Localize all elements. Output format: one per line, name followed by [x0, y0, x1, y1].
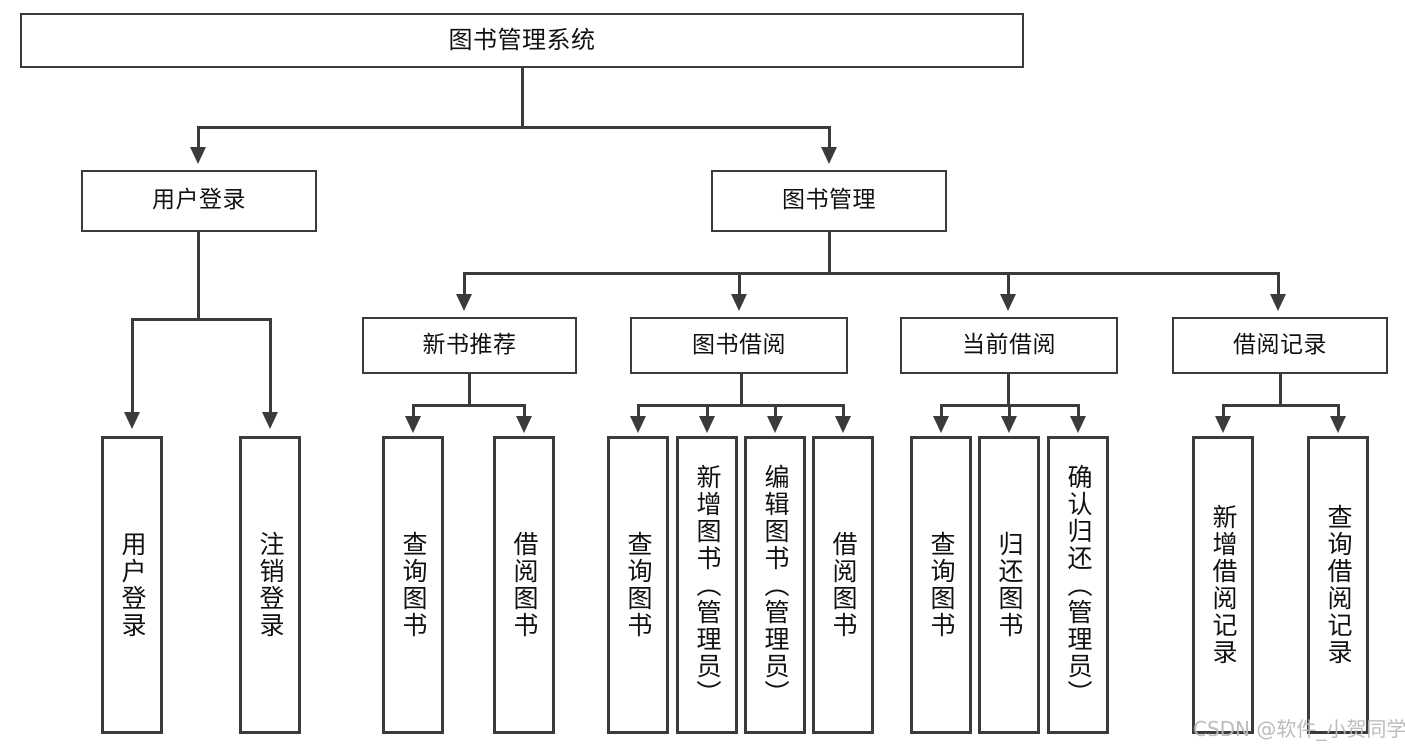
node-borrow-record[interactable]: 借阅记录 — [1172, 317, 1388, 374]
arrowhead-book-borrow-leaf-4 — [835, 416, 851, 433]
connector-borrow-record-bus — [1222, 404, 1340, 407]
node-label: 图书管理 — [782, 187, 876, 214]
connector-book-borrow-leaf-1 — [637, 404, 640, 418]
connector-root-stem — [521, 68, 524, 128]
arrowhead-new-book-leaf-2 — [516, 416, 532, 433]
watermark-csdn: CSDN @软件_小贺同学 — [1193, 717, 1405, 741]
leaf-current-borrow-3[interactable]: 确认归还（管理员） — [1047, 436, 1109, 734]
node-label: 编辑图书（管理员） — [761, 463, 790, 707]
connector-bm-to-borrow-record — [1277, 272, 1280, 296]
arrowhead-current-borrow-leaf-1 — [933, 416, 949, 433]
connector-current-borrow-leaf-1 — [940, 404, 943, 418]
leaf-current-borrow-2[interactable]: 归还图书 — [978, 436, 1040, 734]
arrowhead-user-login-leaf-1 — [124, 412, 140, 429]
leaf-user-login-2[interactable]: 注销登录 — [239, 436, 301, 734]
leaf-user-login-1[interactable]: 用户登录 — [101, 436, 163, 734]
arrowhead-book-borrow-leaf-3 — [767, 416, 783, 433]
connector-book-management-stem — [828, 232, 831, 274]
node-label: 新增图书（管理员） — [693, 463, 722, 707]
node-label: 借阅图书 — [510, 531, 539, 639]
node-label: 借阅记录 — [1233, 331, 1327, 358]
connector-user-login-bus — [131, 318, 269, 321]
connector-new-book-stem — [468, 374, 471, 406]
arrowhead-bm-borrow-record — [1270, 294, 1286, 311]
connector-user-login-to-leaf-2 — [269, 318, 272, 414]
leaf-book-borrow-1[interactable]: 查询图书 — [607, 436, 669, 734]
connector-book-borrow-leaf-3 — [774, 404, 777, 418]
node-root-book-management-system[interactable]: 图书管理系统 — [20, 13, 1024, 68]
connector-current-borrow-stem — [1007, 374, 1010, 406]
arrowhead-root-to-user-login — [190, 147, 206, 164]
arrowhead-bm-current-borrow — [1000, 294, 1016, 311]
leaf-book-borrow-3[interactable]: 编辑图书（管理员） — [744, 436, 806, 734]
connector-borrow-record-leaf-2 — [1337, 404, 1340, 418]
connector-current-borrow-leaf-2 — [1008, 404, 1011, 418]
connector-book-borrow-stem — [740, 374, 743, 406]
arrowhead-bm-book-borrow — [731, 294, 747, 311]
node-label: 查询借阅记录 — [1324, 504, 1353, 666]
connector-book-borrow-leaf-2 — [706, 404, 709, 418]
connector-book-borrow-leaf-4 — [842, 404, 845, 418]
connector-borrow-record-stem — [1279, 374, 1282, 406]
node-label: 新书推荐 — [422, 331, 517, 358]
node-label: 查询图书 — [927, 531, 956, 639]
leaf-book-borrow-2[interactable]: 新增图书（管理员） — [676, 436, 738, 734]
arrowhead-book-borrow-leaf-1 — [630, 416, 646, 433]
node-label: 注销登录 — [256, 531, 285, 639]
arrowhead-root-to-book-management — [821, 147, 837, 164]
arrowhead-borrow-record-leaf-1 — [1215, 416, 1231, 433]
arrowhead-current-borrow-leaf-2 — [1001, 416, 1017, 433]
node-label: 借阅图书 — [829, 531, 858, 639]
node-label: 图书借阅 — [692, 331, 786, 358]
arrowhead-book-borrow-leaf-2 — [699, 416, 715, 433]
connector-book-borrow-bus — [637, 404, 845, 407]
node-label: 用户登录 — [118, 531, 147, 639]
node-label: 归还图书 — [995, 531, 1024, 639]
node-user-login[interactable]: 用户登录 — [81, 170, 317, 232]
node-new-book-recommend[interactable]: 新书推荐 — [362, 317, 577, 374]
node-label: 图书管理系统 — [448, 26, 596, 55]
arrowhead-current-borrow-leaf-3 — [1070, 416, 1086, 433]
node-label: 当前借阅 — [962, 331, 1056, 358]
node-label: 用户登录 — [152, 187, 246, 214]
leaf-current-borrow-1[interactable]: 查询图书 — [910, 436, 972, 734]
node-label: 查询图书 — [624, 531, 653, 639]
connector-new-book-bus — [412, 404, 526, 407]
connector-user-login-stem — [197, 232, 200, 320]
leaf-book-borrow-4[interactable]: 借阅图书 — [812, 436, 874, 734]
arrowhead-borrow-record-leaf-2 — [1330, 416, 1346, 433]
node-book-management[interactable]: 图书管理 — [711, 170, 947, 232]
leaf-new-book-2[interactable]: 借阅图书 — [493, 436, 555, 734]
node-label: 确认归还（管理员） — [1064, 463, 1093, 707]
connector-new-book-leaf-1 — [412, 404, 415, 418]
node-label: 新增借阅记录 — [1209, 504, 1238, 666]
arrowhead-user-login-leaf-2 — [262, 412, 278, 429]
connector-bm-to-current-borrow — [1007, 272, 1010, 296]
node-current-borrow[interactable]: 当前借阅 — [900, 317, 1118, 374]
leaf-borrow-record-1[interactable]: 新增借阅记录 — [1192, 436, 1254, 734]
connector-new-book-leaf-2 — [523, 404, 526, 418]
connector-current-borrow-leaf-3 — [1077, 404, 1080, 418]
connector-bm-to-book-borrow — [738, 272, 741, 296]
connector-book-management-bus — [463, 272, 1280, 275]
leaf-borrow-record-2[interactable]: 查询借阅记录 — [1307, 436, 1369, 734]
connector-root-to-user-login — [197, 126, 200, 149]
connector-bm-to-new-book — [463, 272, 466, 296]
node-label: 查询图书 — [399, 531, 428, 639]
connector-root-to-book-management — [828, 126, 831, 149]
connector-user-login-to-leaf-1 — [131, 318, 134, 414]
leaf-new-book-1[interactable]: 查询图书 — [382, 436, 444, 734]
node-book-borrow[interactable]: 图书借阅 — [630, 317, 848, 374]
connector-borrow-record-leaf-1 — [1222, 404, 1225, 418]
connector-root-bus — [197, 126, 831, 129]
arrowhead-bm-new-book — [456, 294, 472, 311]
arrowhead-new-book-leaf-1 — [405, 416, 421, 433]
